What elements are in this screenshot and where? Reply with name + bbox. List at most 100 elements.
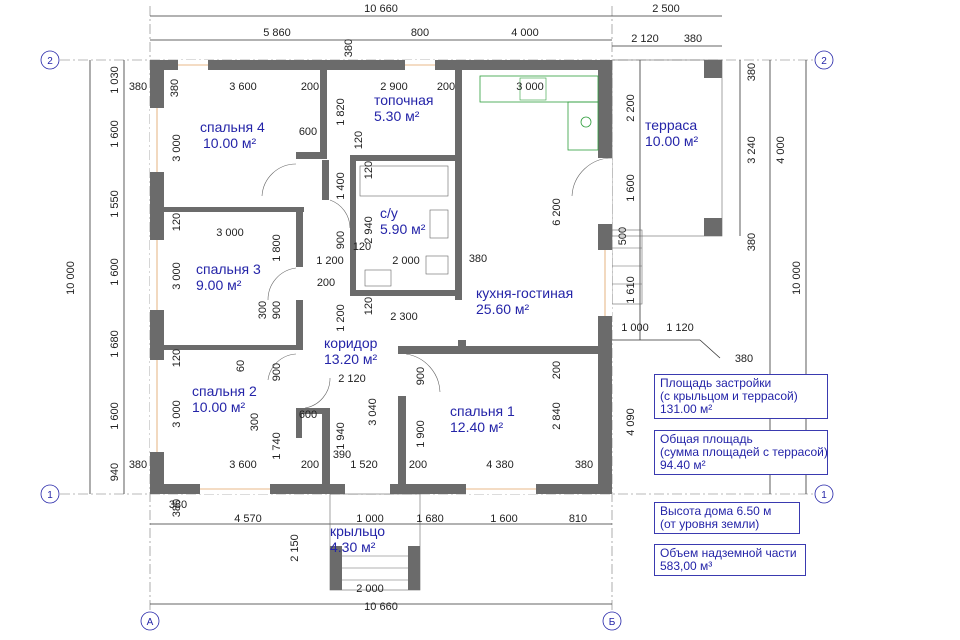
dim-bottom-1: 4 570 xyxy=(234,513,262,525)
room-bedroom-1-area: 12.40 м² xyxy=(450,419,504,435)
info-built-area-note: (с крыльцом и террасой) xyxy=(660,389,798,403)
inner-walls xyxy=(164,70,598,484)
info-total-area: Общая площадь (сумма площадей с террасой… xyxy=(654,430,828,475)
room-terrace-name: терраса xyxy=(645,117,697,133)
room-corridor-name: коридор xyxy=(324,335,378,351)
info-height-note: (от уровня земли) xyxy=(660,517,760,531)
dim-inner-49: 1 520 xyxy=(350,459,378,471)
dim-inner-22: 2 000 xyxy=(392,255,420,267)
dim-inner-3: 3 600 xyxy=(229,81,257,93)
axis-1-left: 1 xyxy=(47,490,53,501)
dim-inner-15: 1 400 xyxy=(335,172,347,200)
dim-inner-23: 380 xyxy=(469,253,487,265)
dim-inner-13: 1 800 xyxy=(271,234,283,262)
dim-inner-27: 2 300 xyxy=(390,311,418,323)
dimension-lines xyxy=(89,15,807,605)
dim-inner-35: 900 xyxy=(415,367,427,385)
dim-inner-8: 1 820 xyxy=(335,98,347,126)
dim-right-12: 380 xyxy=(735,353,753,365)
dimensions-inner: 380 380 3 600 200 2 900 200 3 000 1 820 … xyxy=(129,79,593,511)
dim-left-5: 1 680 xyxy=(109,330,121,358)
info-volume: Объем надземной части 583,00 м³ xyxy=(654,544,806,576)
dim-inner-25: 6 200 xyxy=(551,198,563,226)
dim-inner-29: 300 xyxy=(257,301,269,319)
dim-inner-53: 380 xyxy=(169,499,187,511)
dim-inner-40: 1 740 xyxy=(271,432,283,460)
room-bedroom-2-name: спальня 2 xyxy=(192,383,257,399)
dim-bottom-3: 1 680 xyxy=(416,513,444,525)
dim-inner-24: 200 xyxy=(317,277,335,289)
room-kitchen-name: кухня-гостиная xyxy=(476,285,573,301)
dim-inner-39: 600 xyxy=(299,409,317,421)
dim-right-5: 4 090 xyxy=(625,408,637,436)
dim-inner-34: 2 120 xyxy=(338,373,366,385)
room-bathroom-name: с/у xyxy=(380,205,398,221)
dim-left-total: 10 000 xyxy=(65,261,77,295)
dim-inner-31: 120 xyxy=(171,349,183,367)
room-bedroom-3-area: 9.00 м² xyxy=(196,277,242,293)
terrace xyxy=(611,59,723,305)
bathroom-fixtures xyxy=(359,165,449,287)
dim-porch-height: 2 150 xyxy=(289,534,301,562)
dim-inner-2: 380 xyxy=(169,79,181,97)
dim-inner-42: 3 040 xyxy=(367,398,379,426)
dim-left-7: 940 xyxy=(109,463,121,481)
dimensions-right: 10 000 4 000 3 240 380 380 4 090 2 200 1… xyxy=(617,63,803,436)
dim-inner-37: 3 000 xyxy=(171,400,183,428)
dim-inner-10: 3 000 xyxy=(171,134,183,162)
info-height-value: Высота дома 6.50 м xyxy=(660,504,772,518)
info-built-area-value: 131.00 м² xyxy=(660,402,713,416)
dim-inner-26: 120 xyxy=(363,297,375,315)
room-bedroom-4-name: спальня 4 xyxy=(200,119,265,135)
kitchen-fixtures xyxy=(479,75,599,151)
dim-inner-28: 1 200 xyxy=(335,304,347,332)
dim-right-8: 500 xyxy=(617,227,629,245)
info-total-area-title: Общая площадь xyxy=(660,432,753,446)
dim-top-seg3: 4 000 xyxy=(511,27,539,39)
dim-right-total: 10 000 xyxy=(791,261,803,295)
porch xyxy=(329,493,421,591)
dim-top-seg1: 5 860 xyxy=(263,27,291,39)
dim-right-1: 4 000 xyxy=(775,136,787,164)
dim-inner-4: 200 xyxy=(301,81,319,93)
dim-inner-12: 3 000 xyxy=(216,227,244,239)
info-total-area-note: (сумма площадей с террасой) xyxy=(660,445,828,459)
dim-terrace-seg2: 380 xyxy=(684,33,702,45)
dim-bottom-2: 1 000 xyxy=(356,513,384,525)
dim-right-10: 1 000 xyxy=(621,322,649,334)
dim-right-7: 1 600 xyxy=(625,174,637,202)
dim-bottom-4: 1 600 xyxy=(490,513,518,525)
dim-right-4: 380 xyxy=(746,233,758,251)
room-bathroom-area: 5.90 м² xyxy=(380,221,426,237)
room-porch-area: 4.30 м² xyxy=(330,539,376,555)
dimensions-bottom: 4 570 1 000 1 680 1 600 810 380 2 000 10… xyxy=(171,499,587,613)
info-volume-value: 583,00 м³ xyxy=(660,559,713,573)
dim-right-11: 1 120 xyxy=(666,322,694,334)
dim-top-seg2: 800 xyxy=(411,27,429,39)
room-bedroom-4-area: 10.00 м² xyxy=(203,135,257,151)
dim-left-2: 1 600 xyxy=(109,120,121,148)
axis-2-right: 2 xyxy=(821,56,827,67)
room-labels: спальня 4 10.00 м² топочная 5.30 м² терр… xyxy=(192,92,699,555)
dim-inner-7: 3 000 xyxy=(516,81,544,93)
room-bedroom-2-area: 10.00 м² xyxy=(192,399,246,415)
dim-inner-52: 380 xyxy=(575,459,593,471)
dim-porch-width: 2 000 xyxy=(356,583,384,595)
dim-inner-17: 120 xyxy=(363,161,375,179)
room-kitchen-area: 25.60 м² xyxy=(476,301,530,317)
dim-bottom-6: 380 xyxy=(171,499,183,517)
dim-inner-33: 900 xyxy=(271,363,283,381)
dim-inner-47: 3 600 xyxy=(229,459,257,471)
dim-right-9: 1 610 xyxy=(625,276,637,304)
room-bedroom-1-name: спальня 1 xyxy=(450,403,515,419)
info-height: Высота дома 6.50 м (от уровня земли) xyxy=(654,502,800,534)
dim-inner-46: 380 xyxy=(129,459,147,471)
door-swings xyxy=(261,157,613,409)
dim-inner-21: 1 200 xyxy=(316,255,344,267)
dim-inner-44: 2 840 xyxy=(551,402,563,430)
dim-bottom-total: 10 660 xyxy=(364,601,398,613)
dim-inner-1: 380 xyxy=(129,81,147,93)
dim-right-2: 3 240 xyxy=(746,136,758,164)
info-volume-title: Объем надземной части xyxy=(660,546,797,560)
